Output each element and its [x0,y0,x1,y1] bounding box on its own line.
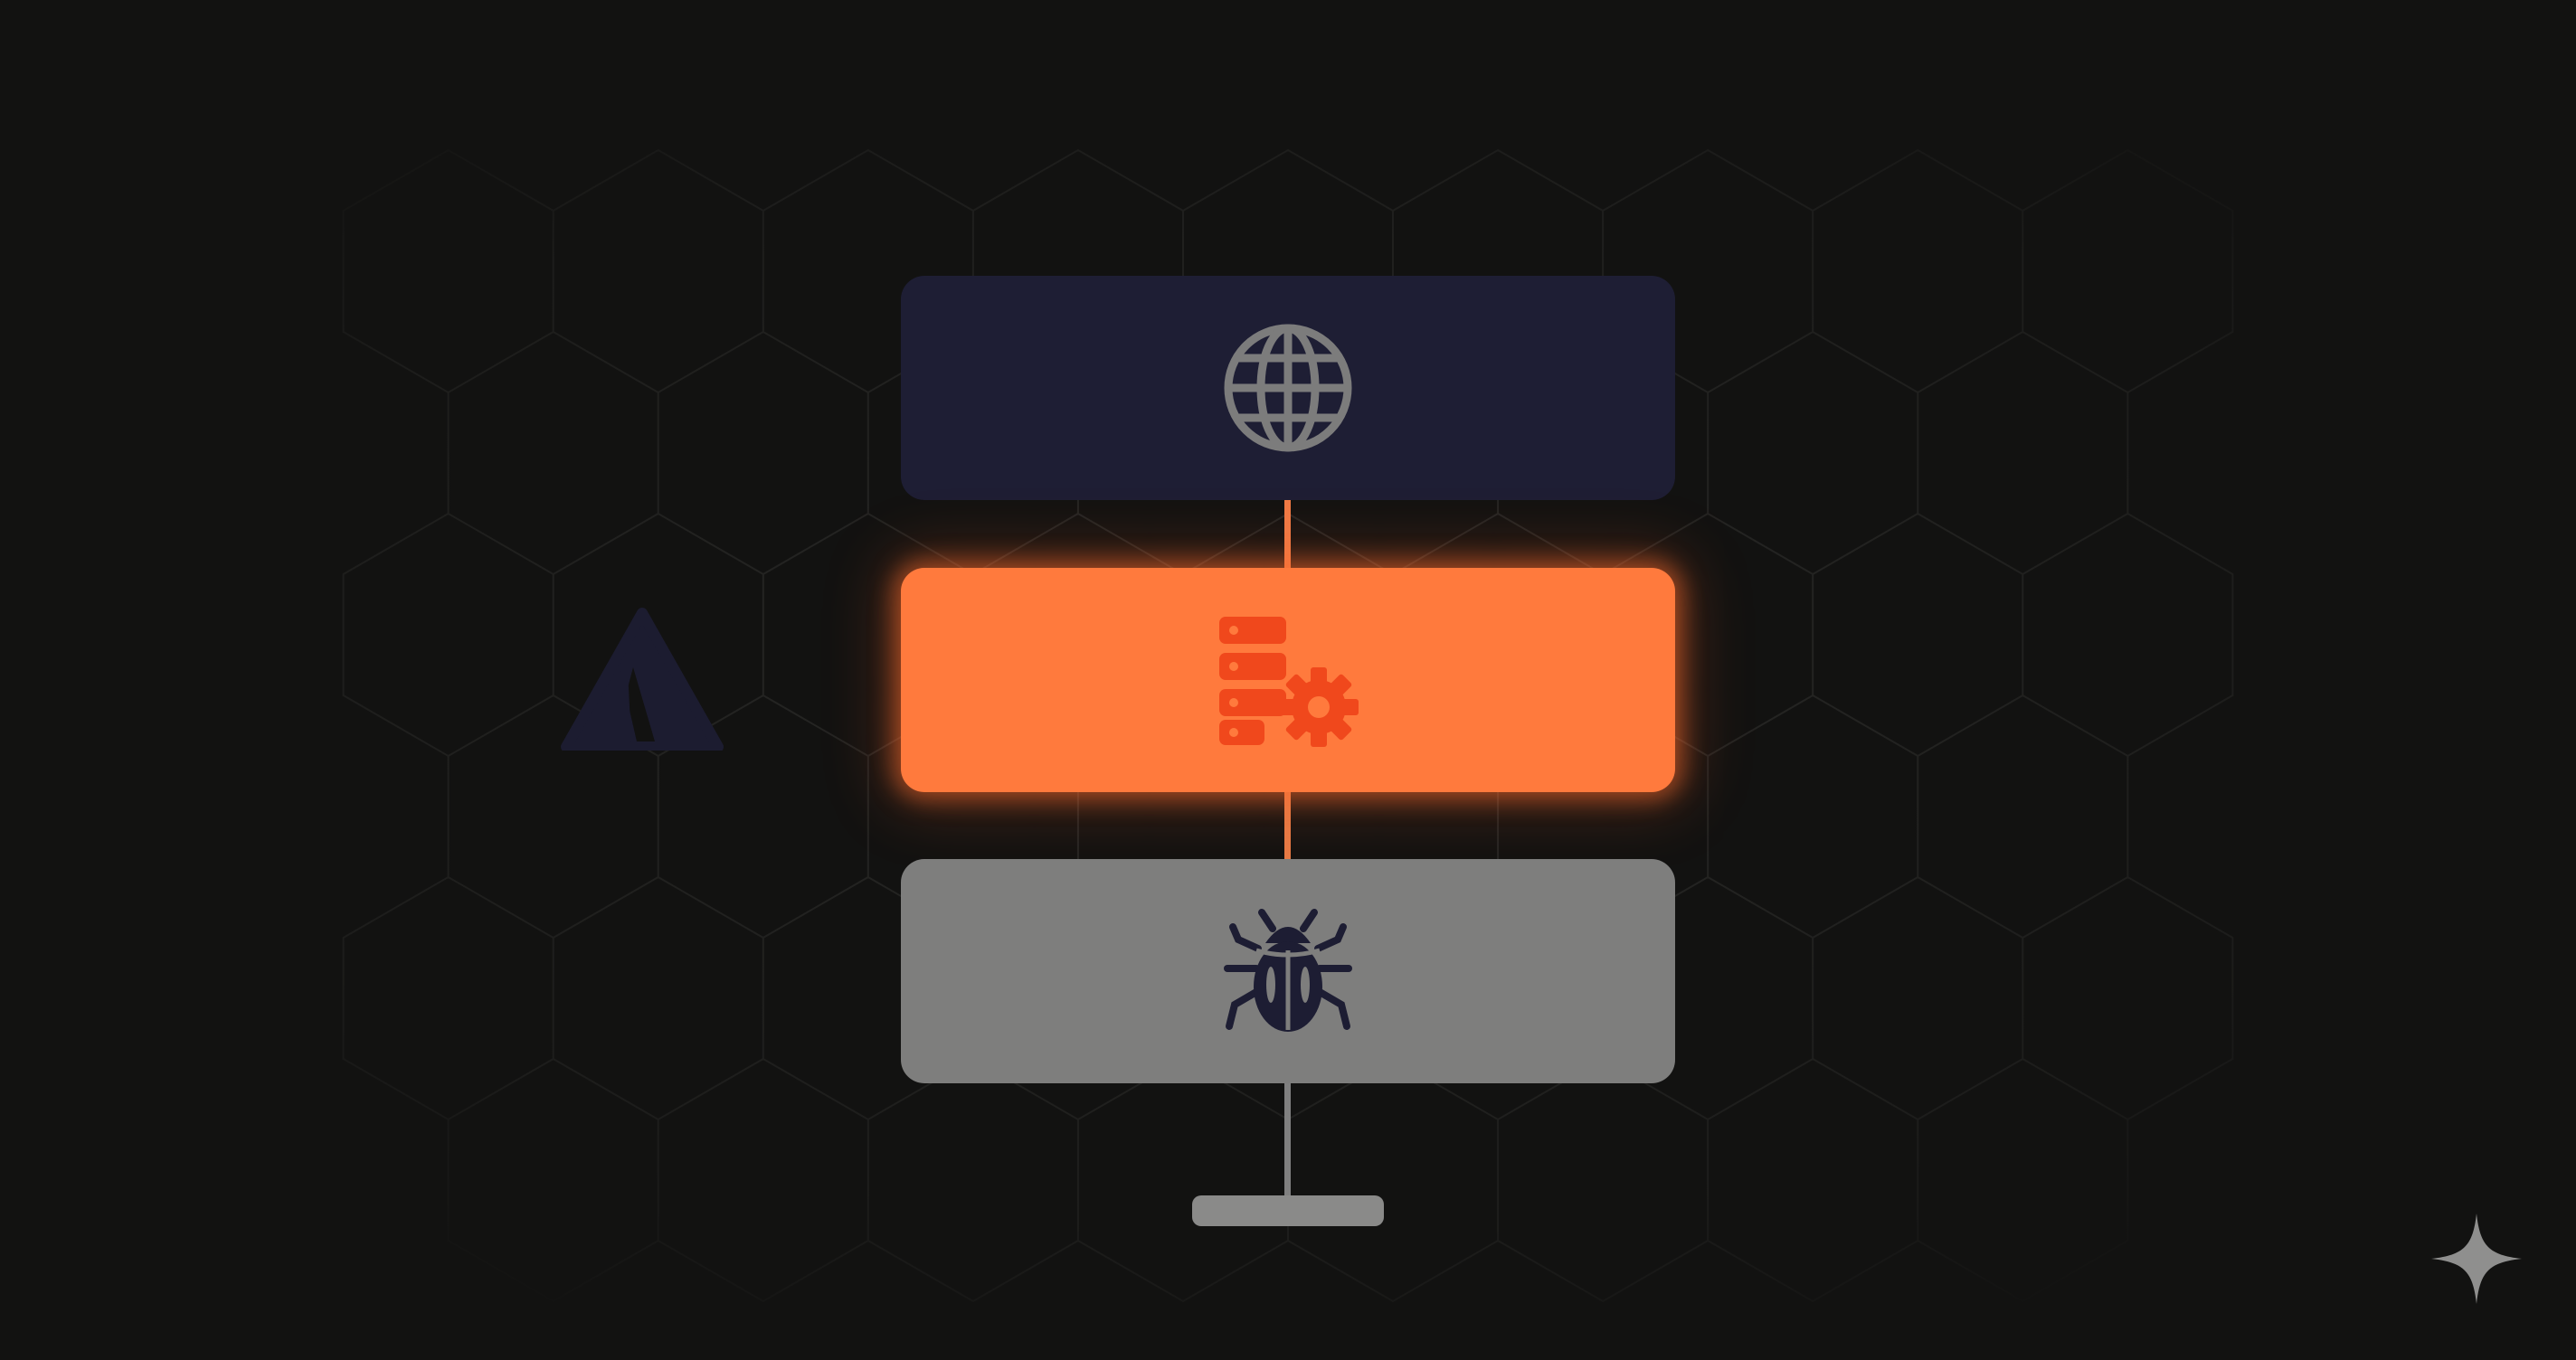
warning-triangle-icon [559,606,725,755]
sparkle-icon [2429,1212,2524,1310]
bug-icon [1224,909,1352,1032]
layer-card-server [901,568,1675,792]
connector-bottom-base [1284,1083,1291,1199]
connector-top-middle [1284,500,1291,568]
layer-card-network [901,276,1675,500]
layer-card-bug [901,859,1675,1083]
stand-base [1192,1195,1384,1226]
connector-middle-bottom [1284,792,1291,859]
server-gear-icon [1219,617,1359,747]
globe-icon [1224,324,1352,452]
